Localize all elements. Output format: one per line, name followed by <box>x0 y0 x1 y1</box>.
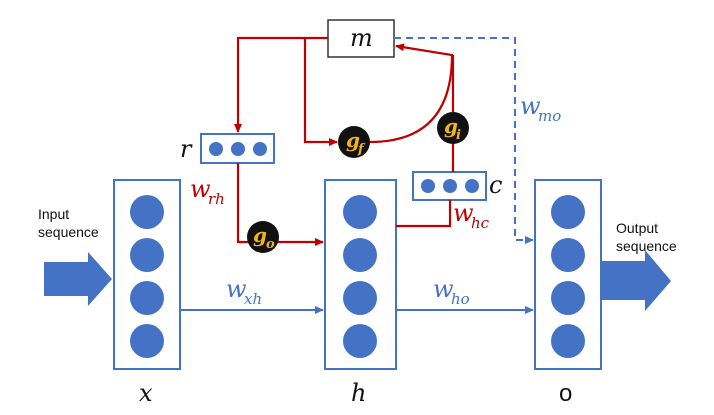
h-neuron <box>343 195 377 229</box>
weight-mo: w mo <box>520 92 561 125</box>
o-neuron <box>551 324 585 358</box>
output-arrow <box>598 250 671 311</box>
o-neuron <box>551 281 585 315</box>
weight-rh-base: w <box>190 175 211 203</box>
m-to-r-connection <box>234 36 328 133</box>
gate-i-sub: i <box>456 128 461 143</box>
input-arrow <box>44 252 112 306</box>
memory-label: m <box>350 24 373 52</box>
o-layer-label: o <box>559 380 572 407</box>
c-label: c <box>489 171 502 199</box>
weight-xh: w xh <box>226 275 262 308</box>
weight-hc-base: w <box>453 199 474 227</box>
weight-ho-base: w <box>433 275 454 303</box>
gate-f-sub: f <box>357 142 366 157</box>
gate-o: g o <box>247 221 279 253</box>
gate-o-sub: o <box>266 237 275 252</box>
m-to-gf-connection <box>303 38 338 146</box>
o-neuron <box>551 195 585 229</box>
weight-mo-sub: mo <box>538 107 561 125</box>
h-layer <box>324 179 397 370</box>
gate-o-base: g <box>253 223 267 247</box>
h-neuron <box>343 238 377 272</box>
output-label-line2: sequence <box>616 238 677 254</box>
weight-rh: w rh <box>190 175 225 208</box>
h-neuron <box>343 281 377 315</box>
o-neuron <box>551 238 585 272</box>
output-label-line1: Output <box>616 220 658 236</box>
weight-xh-sub: xh <box>244 290 262 308</box>
weight-xh-base: w <box>226 275 247 303</box>
gate-f-base: g <box>346 128 360 152</box>
x-neuron <box>130 238 164 272</box>
r-label: r <box>180 135 193 163</box>
x-neuron <box>130 324 164 358</box>
weight-ho-sub: ho <box>451 290 470 308</box>
input-label-line2: sequence <box>38 224 99 240</box>
weight-hc: w hc <box>453 199 490 232</box>
gf-curve-to-m <box>369 43 454 144</box>
c-unit <box>412 171 487 201</box>
weight-hc-sub: hc <box>471 214 490 232</box>
h-layer-label: h <box>351 379 366 407</box>
weight-mo-base: w <box>520 92 541 120</box>
o-layer <box>534 179 602 370</box>
input-label-line1: Input <box>38 206 69 222</box>
gate-i: g i <box>437 112 469 144</box>
mo-connection <box>394 37 534 244</box>
weight-ho: w ho <box>433 275 470 308</box>
gate-i-base: g <box>444 114 458 138</box>
h-neuron <box>343 324 377 358</box>
x-neuron <box>130 281 164 315</box>
weight-rh-sub: rh <box>208 190 225 208</box>
h-to-c-connection <box>396 200 452 228</box>
r-unit <box>200 133 275 164</box>
x-layer-label: x <box>139 379 153 407</box>
r-to-h-connection <box>236 163 324 246</box>
x-layer <box>113 179 181 370</box>
x-neuron <box>130 195 164 229</box>
gate-f: g f <box>338 126 370 158</box>
